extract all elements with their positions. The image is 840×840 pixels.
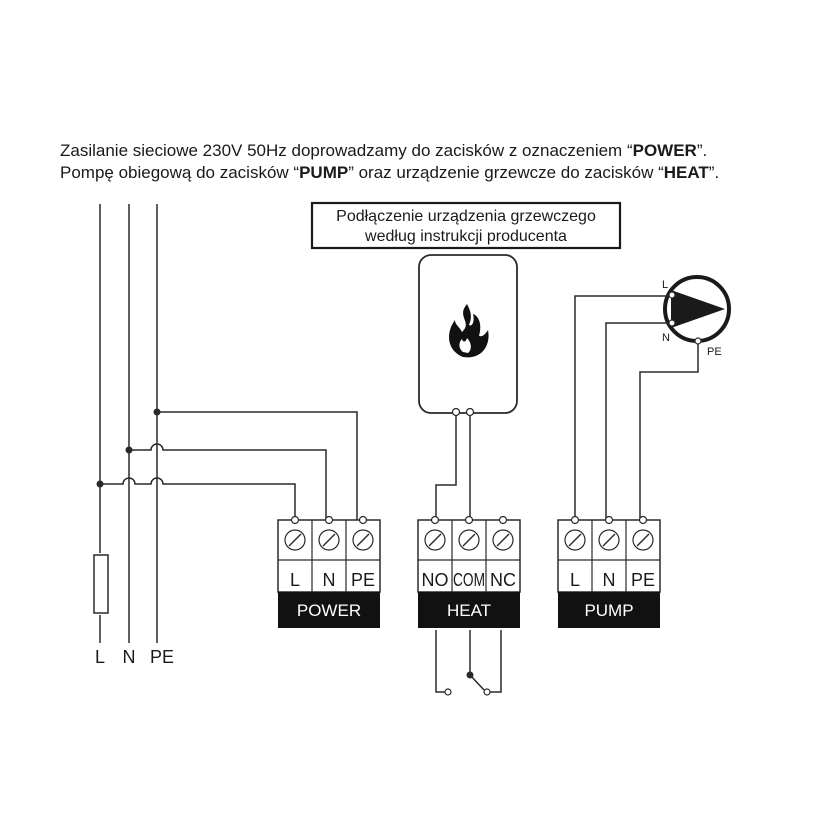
terminal-block-pump: L N PE PUMP: [557, 515, 661, 628]
terminal-block-power: L N PE POWER: [277, 515, 381, 628]
pump-label-n: N: [662, 332, 670, 344]
terminal-label: N: [323, 570, 336, 590]
power-wiring: [96, 408, 358, 520]
terminal-entry: [464, 515, 474, 525]
line-label-l: L: [95, 647, 105, 667]
flame-icon: [449, 304, 489, 358]
terminal-label: COM: [453, 570, 485, 590]
note-line-2: według instrukcji producenta: [364, 228, 567, 245]
block-name-power: POWER: [297, 601, 361, 620]
terminal-label: L: [290, 570, 300, 590]
terminal-label: PE: [351, 570, 375, 590]
terminal-label: NO: [422, 570, 449, 590]
line-label-n: N: [123, 647, 136, 667]
note-line-1: Podłączenie urządzenia grzewczego: [336, 208, 596, 225]
terminal-label: N: [603, 570, 616, 590]
screw-icon: [352, 529, 374, 551]
terminal-entry: [324, 515, 334, 525]
screw-icon: [318, 529, 340, 551]
intro-line-2: Pompę obiegową do zacisków “PUMP” oraz u…: [60, 163, 720, 182]
pump-label-l: L: [662, 279, 668, 291]
terminal-entry: [290, 515, 300, 525]
pump-wiring: [574, 295, 699, 520]
terminal-entry: [638, 515, 648, 525]
heater-device: [418, 254, 518, 417]
terminal-entry: [358, 515, 368, 525]
screw-icon: [492, 529, 514, 551]
screw-icon: [284, 529, 306, 551]
terminal-label: L: [570, 570, 580, 590]
block-name-pump: PUMP: [584, 601, 633, 620]
intro-line-1: Zasilanie sieciowe 230V 50Hz doprowadzam…: [60, 141, 708, 160]
terminal-entry: [604, 515, 614, 525]
screw-icon: [598, 529, 620, 551]
intro-text: Zasilanie sieciowe 230V 50Hz doprowadzam…: [60, 140, 820, 184]
screw-icon: [424, 529, 446, 551]
relay-contacts: [435, 630, 502, 696]
fuse-icon: [93, 554, 109, 614]
pump-symbol-icon: L N PE: [662, 275, 731, 358]
heat-wiring: [435, 415, 471, 520]
pump-label-pe: PE: [707, 346, 722, 358]
screw-icon: [632, 529, 654, 551]
terminal-entry: [498, 515, 508, 525]
screw-icon: [458, 529, 480, 551]
terminal-label: PE: [631, 570, 655, 590]
note-box: Podłączenie urządzenia grzewczego według…: [310, 201, 622, 250]
line-label-pe: PE: [150, 647, 174, 667]
screw-icon: [564, 529, 586, 551]
terminal-entry: [430, 515, 440, 525]
terminal-label: NC: [490, 570, 516, 590]
terminal-entry: [570, 515, 580, 525]
supply-lines: L N PE: [93, 204, 174, 667]
block-name-heat: HEAT: [447, 601, 491, 620]
